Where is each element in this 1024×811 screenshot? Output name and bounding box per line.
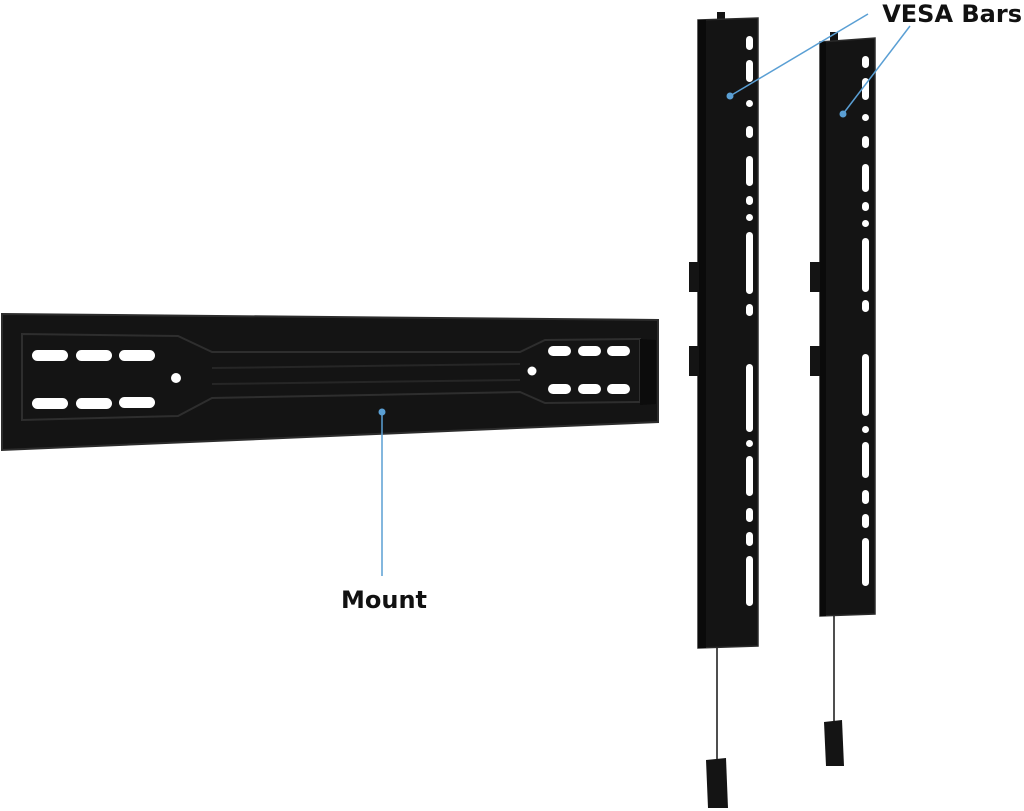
leader-dot (726, 92, 734, 100)
vesa-slot (746, 214, 753, 221)
mount-label: Mount (341, 586, 427, 614)
leader-dot (839, 110, 847, 118)
vesa-slot (862, 490, 869, 504)
vesa-slot (746, 456, 753, 496)
vesa-slot (746, 36, 753, 50)
vesa-slot (746, 556, 753, 606)
vesa-slot (862, 238, 869, 292)
mount-slot (607, 384, 630, 394)
vesa-bar-hook (810, 262, 820, 292)
mount-slot (119, 350, 155, 361)
vesa-slot (746, 100, 753, 107)
vesa-slot (862, 354, 869, 416)
mount-slot (607, 346, 630, 356)
leader-dot (378, 408, 386, 416)
mount-slot (76, 350, 112, 361)
mount-slot (578, 346, 601, 356)
vesa-slot (746, 508, 753, 522)
vesa-slot (746, 126, 753, 138)
mount-plate-ridge (211, 379, 521, 385)
vesa-bar-right (810, 32, 876, 766)
vesa-bar-hook (689, 346, 699, 376)
mount-hole (171, 373, 181, 383)
vesa-slot (862, 164, 869, 192)
vesa-slot (862, 202, 869, 211)
wall-mount-plate (1, 312, 659, 452)
vesa-slot (862, 442, 869, 478)
vesa-slot (862, 78, 869, 100)
mount-slot (548, 384, 571, 394)
vesa-bar-top-tab (830, 32, 838, 42)
vesa-slot (746, 440, 753, 447)
leader-line (842, 25, 911, 115)
vesa-slot (746, 364, 753, 432)
vesa-slot (746, 196, 753, 205)
callout-vesa-bars: VESA Bars (726, 0, 1022, 118)
safety-pull-handle (706, 758, 728, 808)
vesa-bar-slots (746, 36, 753, 606)
vesa-slot (746, 156, 753, 186)
vesa-bar-slots (862, 56, 869, 586)
mount-plate-ridge (211, 363, 521, 369)
vesa-slot (746, 232, 753, 294)
vesa-slot (862, 514, 869, 528)
leader-line (729, 13, 869, 97)
vesa-bar-body (819, 37, 876, 617)
vesa-bar-side (698, 20, 706, 648)
vesa-slot (862, 426, 869, 433)
vesa-bar-left (689, 12, 759, 808)
vesa-bar-hook (810, 346, 820, 376)
vesa-bar-top-tab (717, 12, 725, 22)
mount-slot (578, 384, 601, 394)
vesa-slot (746, 304, 753, 316)
mount-slots-left (32, 350, 181, 409)
vesa-slot (862, 56, 869, 68)
vesa-slot (746, 532, 753, 546)
mount-hole (527, 366, 537, 376)
mount-slot (76, 398, 112, 409)
vesa-slot (862, 136, 869, 148)
vesa-slot (862, 538, 869, 586)
vesa-slot (746, 60, 753, 82)
vesa-slot (862, 114, 869, 121)
mount-slots-right (527, 346, 630, 394)
mount-plate-end-tab (640, 339, 656, 405)
vesa-slot (862, 300, 869, 312)
vesa-bars-label: VESA Bars (882, 0, 1022, 28)
mount-slot (32, 398, 68, 409)
mount-slot (548, 346, 571, 356)
safety-pull-handle (824, 720, 844, 766)
callout-mount: Mount (341, 408, 427, 614)
mount-slot (32, 350, 68, 361)
vesa-bar-hook (689, 262, 699, 292)
vesa-slot (862, 220, 869, 227)
vesa-bar-side (820, 42, 826, 616)
vesa-bar-body (697, 17, 759, 649)
mount-slot (119, 397, 155, 408)
